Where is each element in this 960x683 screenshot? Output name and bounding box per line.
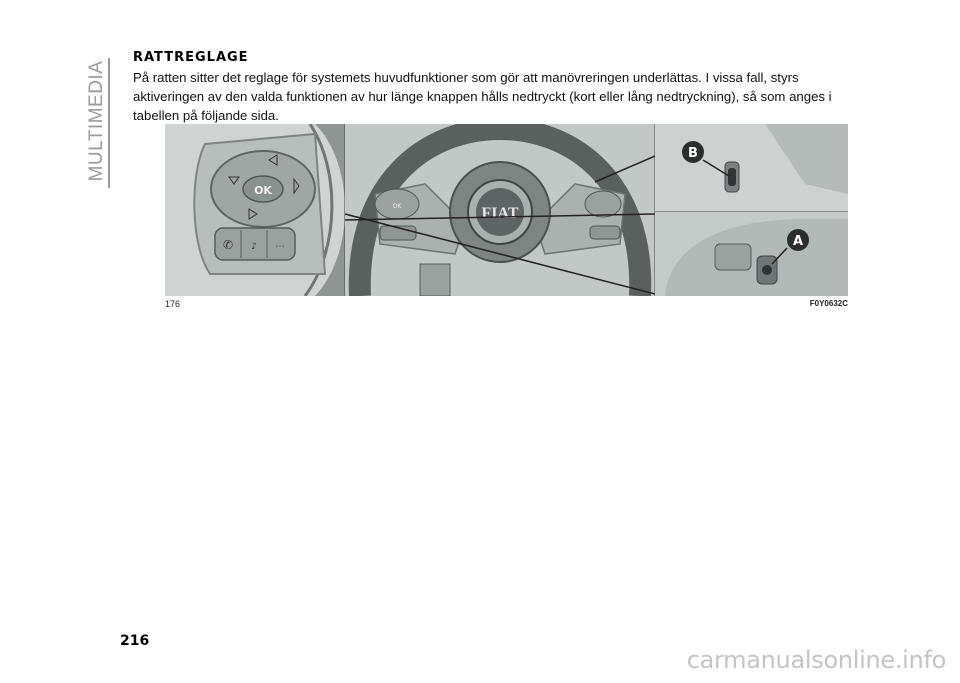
fiat-logo-text: FIAT: [481, 205, 518, 222]
svg-text:♪: ♪: [251, 242, 257, 252]
section-heading: RATTREGLAGE: [133, 50, 249, 65]
svg-text:OK: OK: [393, 203, 403, 210]
steering-wheel-figure: OK ✆ ♪ ⋯ OK FIAT: [165, 124, 848, 296]
section-tab-rule: [108, 58, 110, 188]
leader-line-b: [344, 213, 656, 221]
callout-b: B: [688, 146, 698, 161]
watermark: carmanualsonline.info: [686, 646, 947, 674]
section-tab-label: MULTIMEDIA: [86, 60, 107, 182]
figure-number: 176: [165, 299, 181, 309]
steering-wheel-illustration: OK ✆ ♪ ⋯ OK FIAT: [165, 124, 848, 296]
leader-line-a: [344, 213, 656, 295]
right-top-panel: B: [655, 124, 848, 212]
figure-code: F0Y0632C: [809, 299, 848, 308]
intro-paragraph: På ratten sitter det reglage för systeme…: [133, 70, 832, 123]
left-panel-closeup: OK ✆ ♪ ⋯: [165, 124, 345, 296]
ok-button-label: OK: [254, 184, 272, 197]
leader-line-c: [594, 155, 656, 183]
svg-text:✆: ✆: [223, 238, 233, 252]
right-bottom-panel: A: [655, 212, 848, 296]
page-number: 216: [120, 633, 150, 649]
section-tab: MULTIMEDIA: [84, 58, 110, 188]
middle-panel-wheel: OK FIAT: [345, 124, 655, 296]
callout-a: A: [793, 234, 803, 249]
svg-text:⋯: ⋯: [276, 242, 285, 252]
